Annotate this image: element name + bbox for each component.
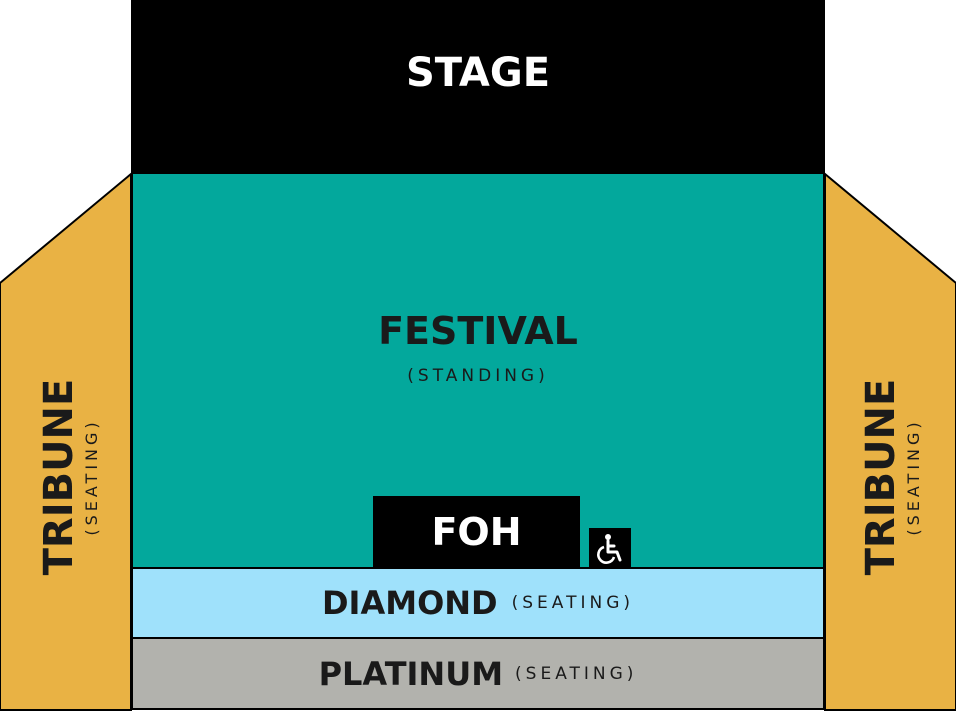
platinum-label: PLATINUM [318, 654, 504, 693]
tribune-right-label-group: TRIBUNE (SEATING) [855, 327, 925, 627]
stage-label: STAGE [405, 50, 551, 96]
tribune-right-zone[interactable] [824, 171, 956, 711]
tribune-right-label: TRIBUNE [857, 378, 904, 576]
foh-label: FOH [431, 510, 522, 554]
wheelchair-icon [597, 534, 622, 564]
diamond-sublabel: (SEATING) [511, 593, 635, 613]
foh-zone: FOH [373, 496, 580, 568]
platinum-sublabel: (SEATING) [515, 663, 638, 684]
festival-sublabel: (STANDING) [407, 366, 549, 386]
festival-label: FESTIVAL [378, 309, 578, 353]
wheelchair-area [589, 528, 631, 568]
tribune-left-label-group: TRIBUNE (SEATING) [33, 327, 103, 627]
diamond-label: DIAMOND [321, 584, 498, 622]
platinum-zone[interactable]: PLATINUM (SEATING) [131, 637, 825, 710]
tribune-left-label: TRIBUNE [35, 378, 82, 576]
tribune-left-sublabel: (SEATING) [81, 418, 101, 536]
diamond-zone[interactable]: DIAMOND (SEATING) [131, 567, 825, 639]
stage-zone: STAGE [131, 0, 825, 174]
tribune-right-sublabel: (SEATING) [903, 418, 923, 536]
